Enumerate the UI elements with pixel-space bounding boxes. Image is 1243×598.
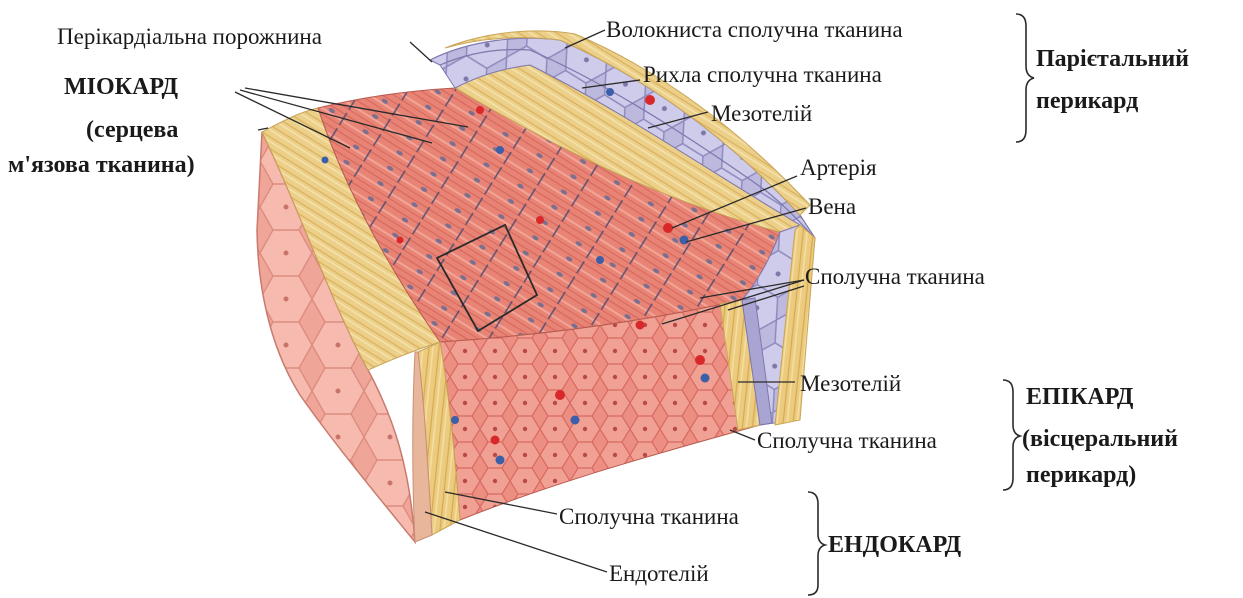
label-mesothelium-top: Мезотелій [711,101,812,127]
label-connective-endo: Сполучна тканина [559,504,739,530]
brace-endocard [808,492,825,595]
label-epicard-sub2: перикард) [1026,460,1136,490]
label-myocard-sub1: (серцева [86,115,178,145]
label-connective-epi: Сполучна тканина [757,428,937,454]
label-parietal-2: перикард [1036,86,1138,116]
label-loose-tissue: Рихла сполучна тканина [643,62,882,88]
label-epicard-title: ЕПІКАРД [1026,382,1133,412]
label-artery: Артерія [800,155,877,181]
label-vein: Вена [808,194,856,220]
label-endothelium: Ендотелій [609,561,709,587]
label-epicard-sub1: (вісцеральний [1022,424,1178,454]
braces [808,14,1034,595]
label-myocard-title: МІОКАРД [64,72,178,102]
brace-epicard [1003,380,1020,490]
label-pericardial-cavity: Перікардіальна порожнина [57,24,322,50]
label-myocard-sub2: м'язова тканина) [8,150,195,180]
label-parietal-1: Парієтальний [1036,44,1189,74]
label-mesothelium-bottom: Мезотелій [800,371,901,397]
label-fibrous-tissue: Волокниста сполучна тканина [606,17,903,43]
label-endocard-title: ЕНДОКАРД [828,530,961,560]
brace-parietal [1016,14,1034,142]
label-connective-mid: Сполучна тканина [805,264,985,290]
